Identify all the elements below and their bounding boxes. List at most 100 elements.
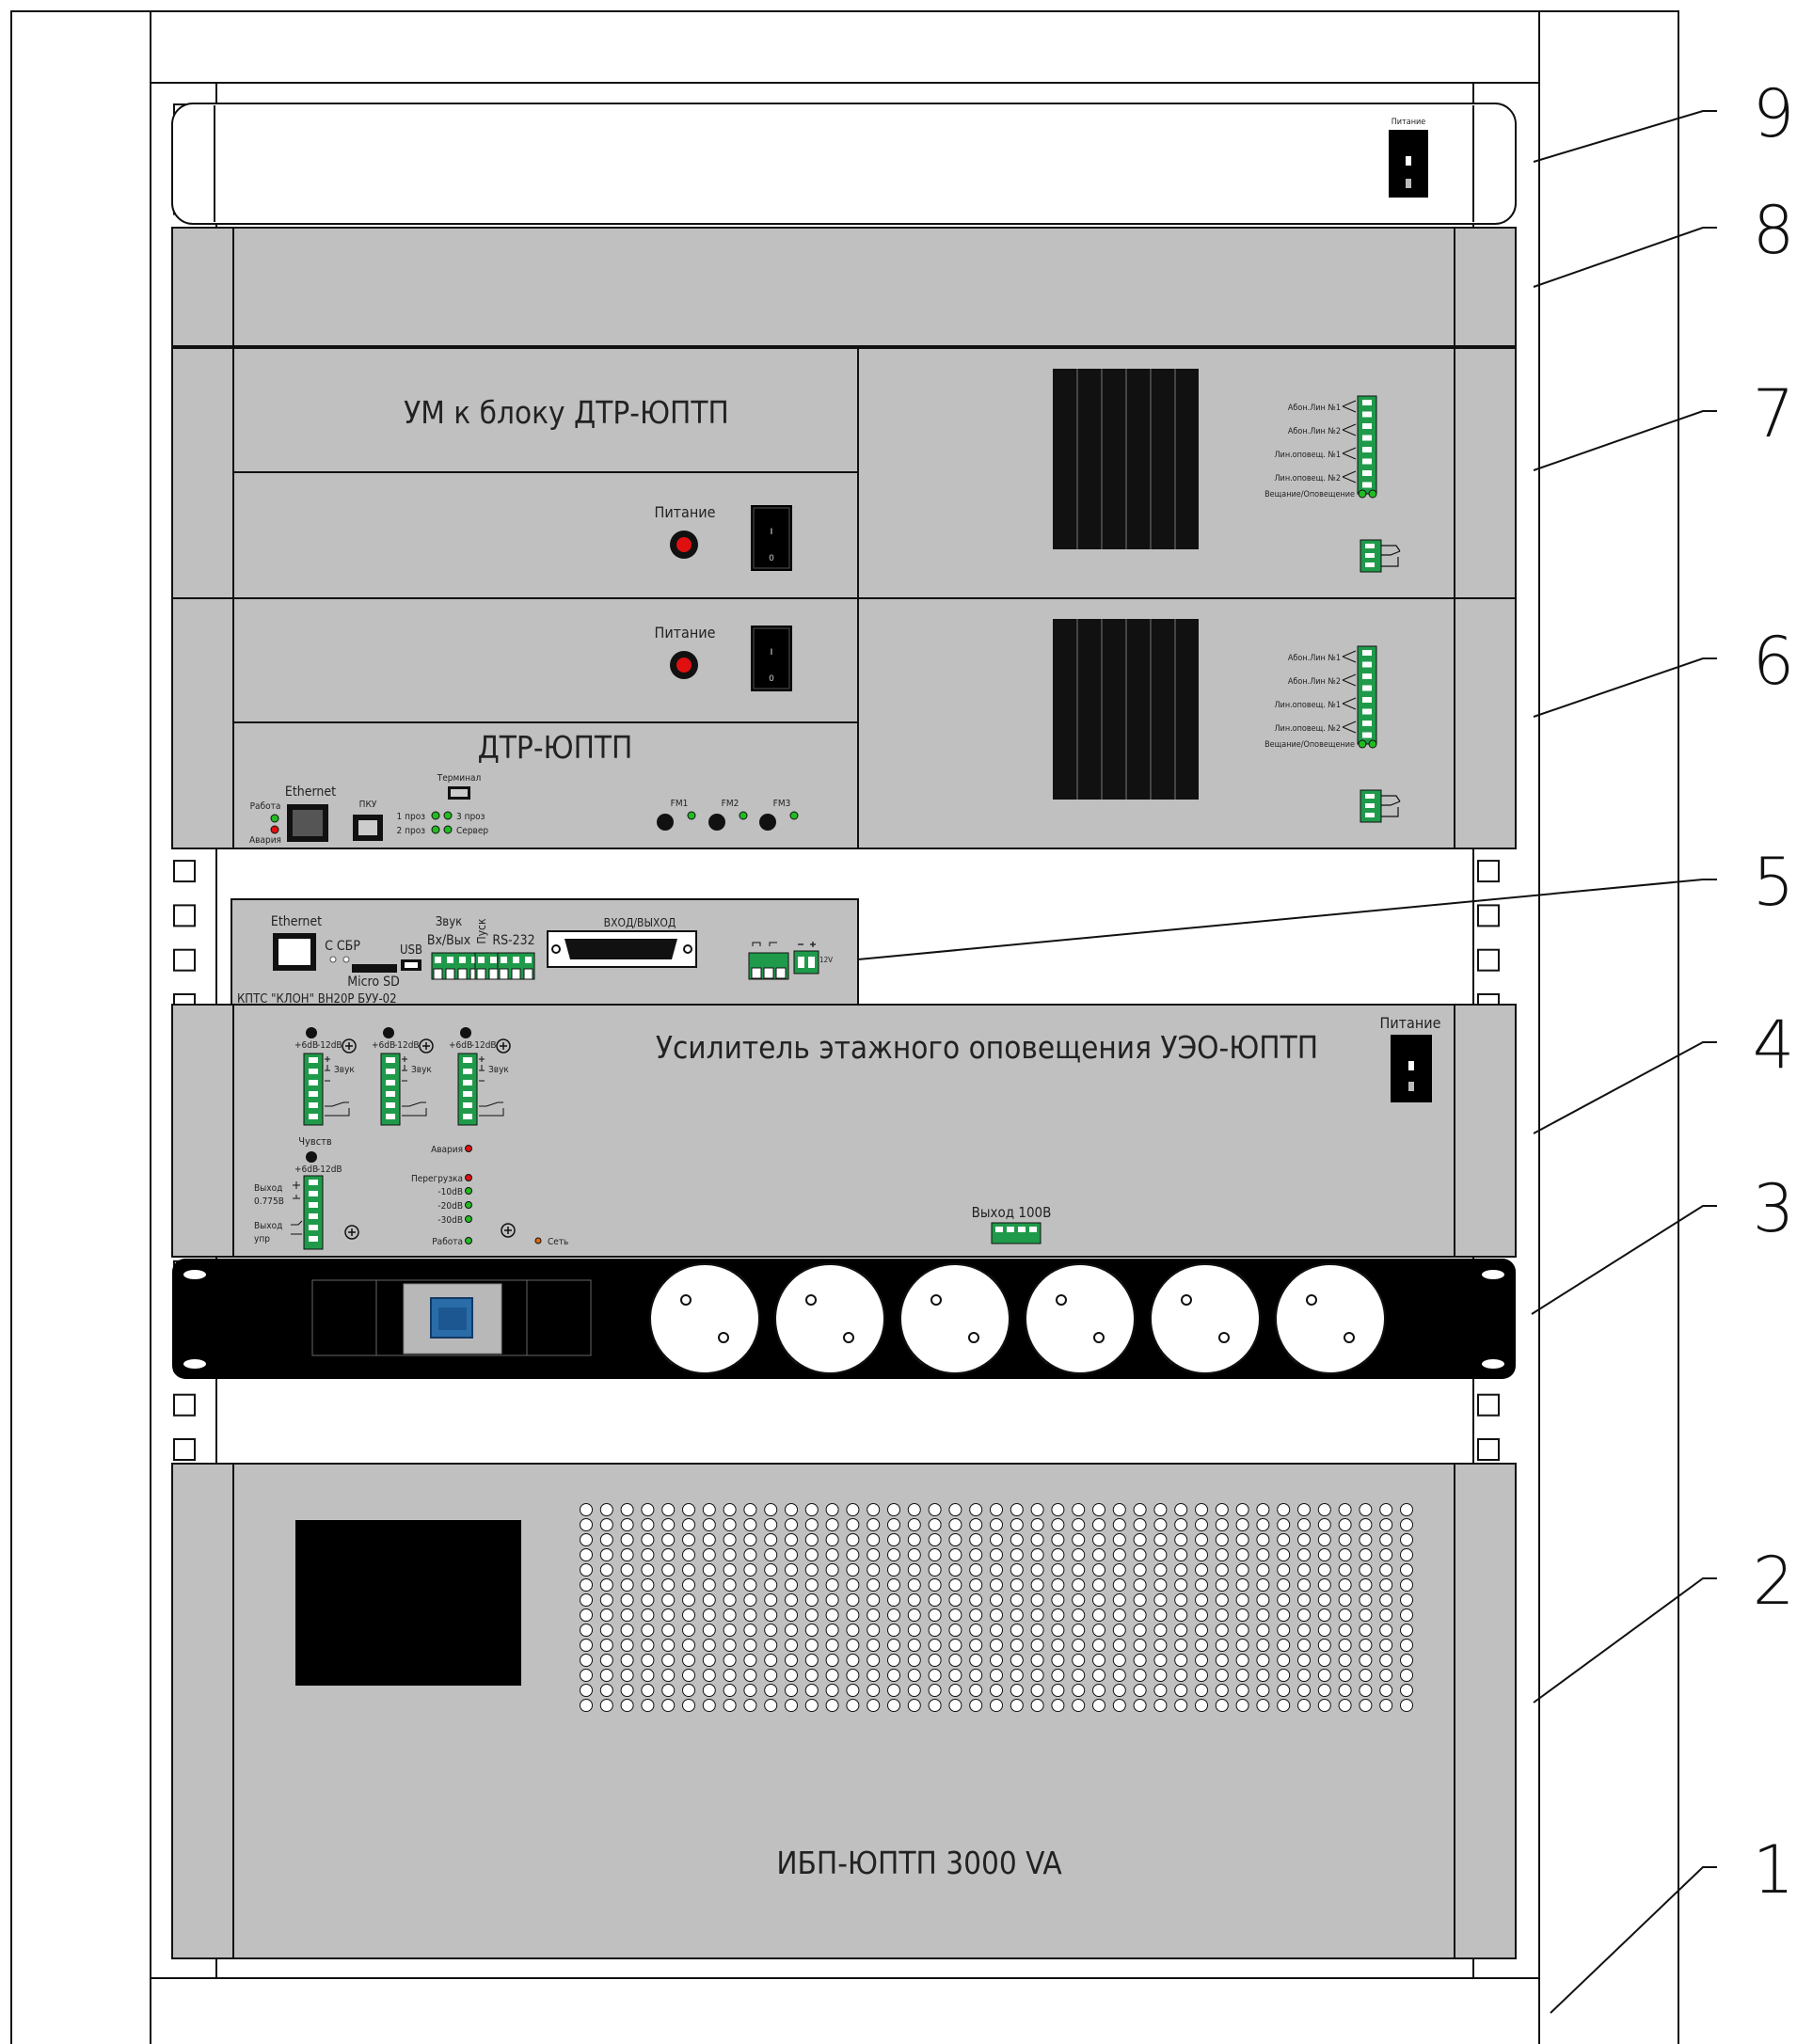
panel3-breaker[interactable]	[311, 1279, 592, 1356]
vent-hole	[1256, 1593, 1270, 1607]
vent-hole	[599, 1669, 613, 1682]
rail-hole	[173, 1438, 196, 1461]
vent-hole	[1133, 1548, 1147, 1561]
panel9-power-label: Питание	[1391, 118, 1426, 127]
panel4-title: Усилитель этажного оповещения УЭО-ЮПТП	[656, 1029, 1318, 1066]
panel5-usb-label: USB	[400, 943, 422, 958]
vent-hole	[1051, 1533, 1065, 1546]
gain-plus-label: +6dB	[372, 1040, 395, 1051]
vent-hole	[887, 1533, 900, 1546]
vent-hole	[1359, 1608, 1373, 1622]
vent-hole	[1338, 1669, 1352, 1682]
vent-hole	[1092, 1699, 1105, 1712]
terminal-label: Вещание/Оповещение	[1264, 740, 1355, 750]
vent-hole	[1317, 1548, 1331, 1561]
vent-hole	[804, 1518, 819, 1531]
terminal-pin	[798, 957, 804, 968]
callout-3: 3	[1753, 1170, 1795, 1247]
socket	[1275, 1263, 1386, 1374]
vent-hole	[743, 1669, 757, 1682]
vent-hole	[990, 1593, 1003, 1607]
vent-hole	[1195, 1593, 1208, 1607]
vent-hole	[682, 1548, 695, 1561]
vent-hole	[1051, 1593, 1065, 1607]
vent-hole	[599, 1518, 613, 1531]
vent-hole	[887, 1593, 900, 1607]
screw-cross	[422, 1042, 430, 1050]
vent-hole	[928, 1669, 942, 1682]
vent-hole	[641, 1593, 655, 1607]
panel5-microsd-slot[interactable]	[352, 964, 397, 973]
vent-hole	[1400, 1578, 1413, 1592]
vent-hole	[990, 1669, 1003, 1682]
vent-hole	[682, 1563, 695, 1577]
terminal-pin	[309, 1069, 318, 1074]
vent-hole	[641, 1699, 655, 1712]
vent-hole	[1051, 1684, 1065, 1697]
vent-hole	[1400, 1503, 1413, 1516]
panel5-dsub-connector[interactable]	[547, 930, 697, 968]
vent-hole	[1277, 1548, 1291, 1561]
vent-hole	[1195, 1563, 1208, 1577]
gain-plus-label: +6dB	[294, 1040, 318, 1051]
vent-hole	[907, 1518, 921, 1531]
vent-hole	[1010, 1684, 1024, 1697]
vent-hole	[764, 1624, 778, 1637]
vent-hole	[580, 1578, 593, 1592]
panel4-peregruzka-label: Перегрузка	[411, 1174, 463, 1184]
vent-hole	[887, 1503, 900, 1516]
vent-hole	[661, 1578, 676, 1592]
vent-hole	[743, 1639, 757, 1652]
panel7-power-label: Питание	[654, 503, 715, 521]
vent-hole	[1112, 1608, 1126, 1622]
vent-hole	[948, 1518, 962, 1531]
vent-hole	[1359, 1578, 1373, 1592]
vent-hole	[1277, 1518, 1291, 1531]
vent-hole	[1215, 1684, 1229, 1697]
socket-clip	[1037, 1354, 1048, 1365]
fm3-knob[interactable]	[759, 814, 776, 831]
relay-symbol	[325, 1101, 350, 1117]
panel4-input-channels: +6dB-12dBЗвук+6dB-12dBЗвук+6dB-12dBЗвук+…	[291, 1027, 511, 1250]
vent-hole	[743, 1578, 757, 1592]
fm2-knob[interactable]	[708, 814, 725, 831]
vent-hole	[1359, 1593, 1373, 1607]
vent-hole	[1379, 1624, 1393, 1637]
vent-hole	[928, 1548, 942, 1561]
fm1-knob[interactable]	[657, 814, 674, 831]
panel7-power-switch[interactable]	[751, 505, 792, 571]
vent-hole	[764, 1654, 778, 1667]
panel4-output-terminal[interactable]	[991, 1222, 1042, 1244]
vent-hole	[1174, 1699, 1188, 1712]
vent-hole	[682, 1624, 695, 1637]
vent-hole	[825, 1669, 839, 1682]
panel6-proz3: 3 проз	[456, 812, 485, 822]
panel4-vyhodupr2-label: упр	[254, 1234, 270, 1244]
vent-hole	[641, 1608, 655, 1622]
terminal-label: Абон.Лин №1	[1288, 403, 1341, 413]
vent-hole	[1030, 1503, 1044, 1516]
vent-hole	[907, 1578, 921, 1592]
vent-hole	[1112, 1548, 1126, 1561]
vent-hole	[1297, 1593, 1311, 1607]
vent-hole	[846, 1608, 860, 1622]
vent-hole	[1379, 1608, 1393, 1622]
panel6-power-switch[interactable]	[751, 626, 792, 691]
vent-hole	[1256, 1578, 1270, 1592]
vent-hole	[1112, 1503, 1126, 1516]
vent-hole	[1072, 1518, 1086, 1531]
vent-hole	[969, 1684, 983, 1697]
vent-hole	[1400, 1684, 1413, 1697]
vent-hole	[599, 1578, 613, 1592]
terminal-label: Абон.Лин №2	[1288, 676, 1341, 687]
vent-hole	[641, 1639, 655, 1652]
vent-hole	[599, 1624, 613, 1637]
vent-hole	[1235, 1669, 1249, 1682]
vent-hole	[1256, 1503, 1270, 1516]
panel5-pusk-label: Пуск	[475, 918, 488, 943]
vent-hole	[1338, 1699, 1352, 1712]
vent-hole	[702, 1503, 716, 1516]
vent-hole	[1338, 1533, 1352, 1546]
vent-hole	[1400, 1548, 1413, 1561]
panel-2: ИБП-ЮПТП 3000 VA	[171, 1463, 1517, 1959]
